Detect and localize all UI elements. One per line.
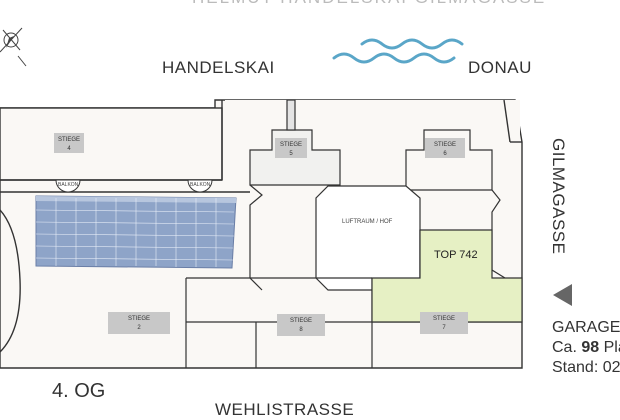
garage-status-line: Stand: 02 — [552, 359, 620, 376]
stair-5-label: STIEGE 5 — [279, 142, 302, 157]
cut-header-text: HELMUT HANDELSKAI GILMAGASSE — [192, 0, 546, 8]
garage-count-prefix: Ca. — [552, 339, 577, 356]
stair-6-box: STIEGE 6 — [425, 138, 465, 158]
balkon-right-label: BALKON — [190, 182, 211, 188]
glass-building-image — [35, 195, 237, 269]
street-handelskai: HANDELSKAI — [162, 58, 275, 77]
unit-top-742-area[interactable] — [371, 229, 523, 323]
stair-7-label: STIEGE 7 — [432, 316, 455, 331]
courtyard-label: LUFTRAUM / HOF — [342, 219, 393, 225]
street-donau: DONAU — [468, 58, 532, 77]
unit-top-742-label[interactable]: TOP 742 — [434, 249, 478, 261]
stair-7-box: STIEGE 7 — [420, 312, 468, 334]
stair-4-box: STIEGE 4 — [54, 133, 84, 153]
triangle-left-icon[interactable] — [553, 284, 572, 306]
compass-icon — [0, 27, 27, 67]
balkon-left-label: BALKON — [58, 182, 79, 188]
floor-label: 4. OG — [52, 380, 106, 402]
water-waves-icon — [332, 38, 464, 64]
street-wehlistrasse: WEHLISTRASSE — [215, 400, 355, 419]
street-gilmagasse: GILMAGASSE — [549, 138, 568, 255]
balcony-markers — [55, 179, 213, 193]
garage-title: GARAGEN — [552, 319, 620, 336]
stair-8-label: STIEGE 8 — [289, 318, 312, 333]
stair-8-box: STIEGE 8 — [277, 314, 325, 336]
garage-count-line: Ca. 98 Plä — [552, 338, 620, 358]
stair-2-label: STIEGE 2 — [127, 316, 150, 331]
stair-5-box: STIEGE 5 — [275, 138, 307, 158]
stair-6-label: STIEGE 6 — [433, 142, 456, 157]
garage-info: GARAGEN Ca. 98 Plä Stand: 02 — [552, 318, 620, 378]
garage-count-suffix: Plä — [603, 339, 620, 356]
stair-2-box: STIEGE 2 — [108, 312, 170, 334]
stair-4-label: STIEGE 4 — [57, 137, 80, 152]
garage-count-number: 98 — [581, 339, 600, 356]
floorplan-svg — [0, 27, 572, 369]
